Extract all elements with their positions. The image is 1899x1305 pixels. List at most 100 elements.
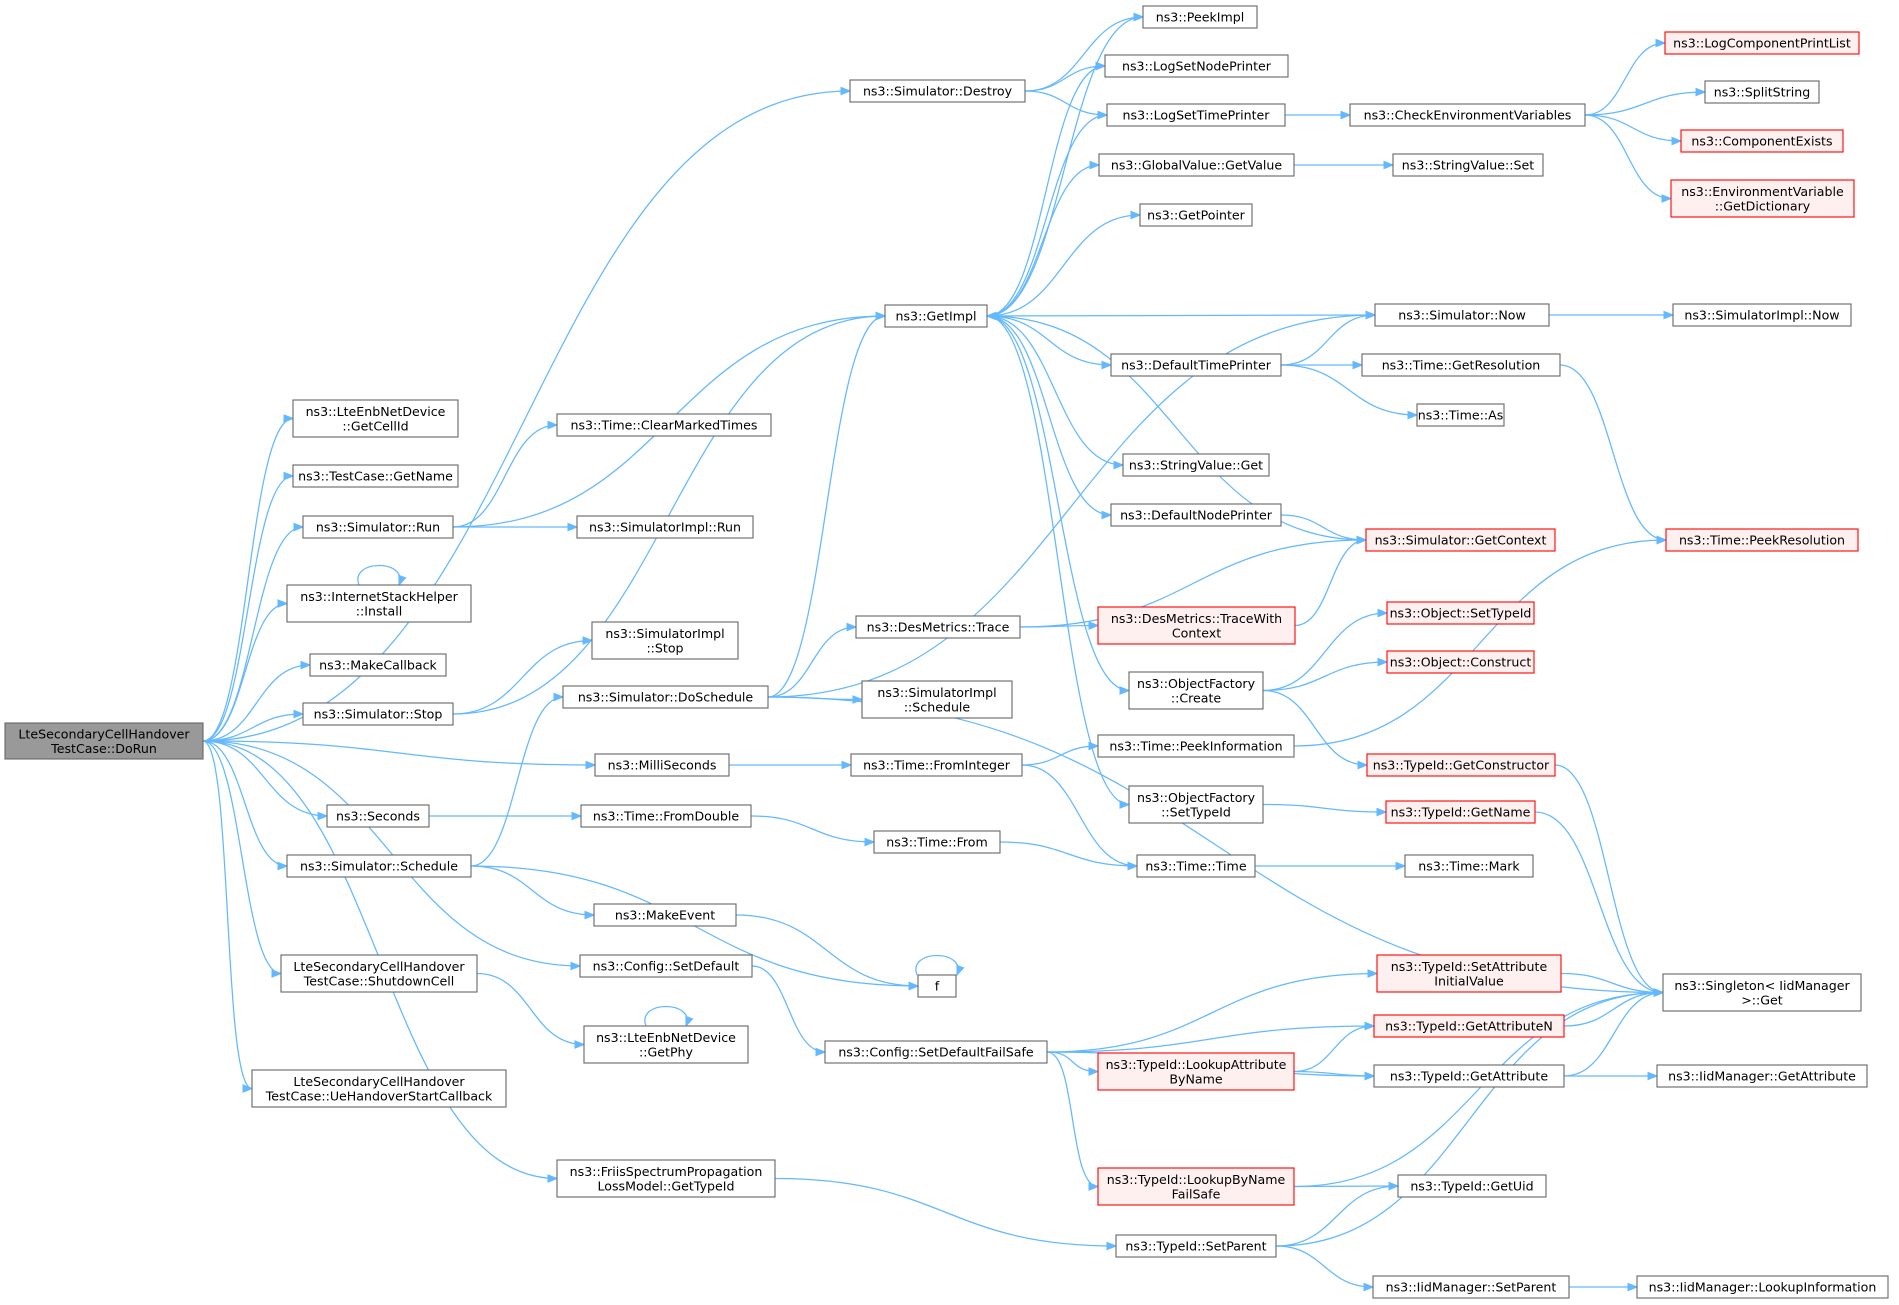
node-log-comp-print[interactable]: ns3::LogComponentPrintList [1664, 31, 1860, 55]
node-box [1139, 203, 1253, 227]
node-log-set-node-printer[interactable]: ns3::LogSetNodePrinter [1104, 54, 1289, 78]
node-label: ns3::TypeId::GetAttributeN [1385, 1019, 1553, 1034]
node-label: ns3::MakeCallback [319, 658, 437, 673]
node-get-impl[interactable]: ns3::GetImpl [884, 304, 988, 328]
node-log-set-time-printer[interactable]: ns3::LogSetTimePrinter [1106, 103, 1286, 127]
node-set-default-fail-safe[interactable]: ns3::Config::SetDefaultFailSafe [824, 1040, 1048, 1064]
node-config-set-default[interactable]: ns3::Config::SetDefault [579, 954, 753, 978]
node-tc-get-name[interactable]: ns3::TestCase::GetName [292, 464, 459, 488]
edge-root-to-simStop [202, 714, 303, 742]
node-sim-schedule[interactable]: ns3::Simulator::Schedule [286, 854, 472, 878]
node-tid-get-name[interactable]: ns3::TypeId::GetName [1385, 800, 1536, 824]
node-tid-get-constructor[interactable]: ns3::TypeId::GetConstructor [1366, 753, 1556, 777]
node-tid-get-uid[interactable]: ns3::TypeId::GetUid [1397, 1174, 1547, 1198]
node-label: ns3::Singleton< IidManager [1674, 978, 1850, 993]
node-time-as[interactable]: ns3::Time::As [1416, 403, 1505, 427]
node-box [594, 753, 730, 777]
node-obj-set-type-id[interactable]: ns3::Object::SetTypeId [1386, 601, 1535, 625]
node-sim-impl-stop[interactable]: ns3::SimulatorImpl::Stop [591, 621, 739, 660]
node-label: ns3::Time::PeekResolution [1679, 533, 1845, 548]
node-comp-exists[interactable]: ns3::ComponentExists [1680, 129, 1844, 153]
edge-checkEnv-to-compExists [1584, 114, 1681, 141]
node-sim-impl-run[interactable]: ns3::SimulatorImpl::Run [576, 515, 754, 539]
node-label: ns3::Simulator::Stop [314, 707, 443, 722]
node-box [1110, 353, 1282, 377]
node-box [1386, 650, 1535, 674]
node-box [580, 804, 752, 828]
node-sim-now[interactable]: ns3::Simulator::Now [1374, 303, 1550, 327]
node-box [309, 653, 447, 677]
node-label: ns3::Object::Construct [1390, 655, 1532, 670]
node-time-clear-marked[interactable]: ns3::Time::ClearMarkedTimes [556, 413, 772, 437]
node-iid-set-parent[interactable]: ns3::IidManager::SetParent [1372, 1275, 1570, 1299]
node-check-env[interactable]: ns3::CheckEnvironmentVariables [1349, 103, 1586, 127]
node-get-pointer[interactable]: ns3::GetPointer [1139, 203, 1253, 227]
node-peek-impl[interactable]: ns3::PeekImpl [1142, 5, 1258, 29]
node-label: ns3::CheckEnvironmentVariables [1364, 108, 1572, 123]
node-ish-install[interactable]: ns3::InternetStackHelper::Install [286, 584, 472, 623]
node-sv-set[interactable]: ns3::StringValue::Set [1392, 153, 1544, 177]
node-tid-set-parent[interactable]: ns3::TypeId::SetParent [1115, 1234, 1277, 1258]
node-box [1664, 31, 1860, 55]
node-label: LteSecondaryCellHandover [293, 959, 465, 974]
node-of-set-type-id[interactable]: ns3::ObjectFactory::SetTypeId [1128, 785, 1264, 824]
node-label: ns3::StringValue::Set [1402, 158, 1534, 173]
node-iid-get-attr[interactable]: ns3::IidManager::GetAttribute [1656, 1064, 1868, 1088]
node-time-get-res[interactable]: ns3::Time::GetResolution [1361, 353, 1561, 377]
node-time-from[interactable]: ns3::Time::From [873, 830, 1001, 854]
node-sim-stop[interactable]: ns3::Simulator::Stop [302, 702, 454, 726]
node-sim-impl-now[interactable]: ns3::SimulatorImpl::Now [1672, 303, 1852, 327]
edge-ofCreate-to-objConstruct [1262, 662, 1387, 692]
edge-timeFrom-to-timeTime [999, 841, 1137, 866]
node-sim-impl-schedule[interactable]: ns3::SimulatorImpl::Schedule [861, 680, 1013, 719]
node-make-event[interactable]: ns3::MakeEvent [593, 903, 737, 927]
node-singleton-get[interactable]: ns3::Singleton< IidManager>::Get [1662, 973, 1862, 1012]
node-time-from-integer[interactable]: ns3::Time::FromInteger [850, 753, 1023, 777]
node-box [251, 1069, 507, 1108]
node-label: ns3::Simulator::GetContext [1375, 533, 1547, 548]
edge-root-to-tcGetName [202, 476, 293, 742]
node-obj-construct[interactable]: ns3::Object::Construct [1386, 650, 1535, 674]
node-default-time-printer[interactable]: ns3::DefaultTimePrinter [1110, 353, 1282, 377]
node-tid-get-attr[interactable]: ns3::TypeId::GetAttribute [1373, 1064, 1565, 1088]
node-ue-handover[interactable]: LteSecondaryCellHandoverTestCase::UeHand… [251, 1069, 507, 1108]
node-time-peek-info[interactable]: ns3::Time::PeekInformation [1097, 734, 1295, 758]
node-sim-destroy[interactable]: ns3::Simulator::Destroy [849, 79, 1026, 103]
node-sim-do-schedule[interactable]: ns3::Simulator::DoSchedule [562, 685, 769, 709]
node-default-node-printer[interactable]: ns3::DefaultNodePrinter [1110, 503, 1282, 527]
node-des-trace[interactable]: ns3::DesMetrics::Trace [855, 615, 1021, 639]
node-env-get-dict[interactable]: ns3::EnvironmentVariable::GetDictionary [1670, 179, 1855, 218]
node-box [1366, 753, 1556, 777]
node-time-peek-res[interactable]: ns3::Time::PeekResolution [1665, 528, 1859, 552]
node-get-phy[interactable]: ns3::LteEnbNetDevice::GetPhy [583, 1025, 749, 1064]
node-time-time[interactable]: ns3::Time::Time [1136, 854, 1256, 878]
node-get-cell-id[interactable]: ns3::LteEnbNetDevice::GetCellId [292, 399, 459, 438]
node-gv-get-value[interactable]: ns3::GlobalValue::GetValue [1098, 153, 1295, 177]
node-time-from-double[interactable]: ns3::Time::FromDouble [580, 804, 752, 828]
node-iid-lookup-info[interactable]: ns3::IidManager::LookupInformation [1636, 1275, 1889, 1299]
node-sim-get-context[interactable]: ns3::Simulator::GetContext [1365, 528, 1556, 552]
node-make-callback[interactable]: ns3::MakeCallback [309, 653, 447, 677]
node-time-mark[interactable]: ns3::Time::Mark [1404, 854, 1534, 878]
node-tid-get-attr-n[interactable]: ns3::TypeId::GetAttributeN [1373, 1014, 1565, 1038]
node-box [1665, 528, 1859, 552]
node-label: ns3::Time::FromDouble [593, 809, 739, 824]
node-f[interactable]: f [917, 974, 957, 998]
node-shutdown-cell[interactable]: LteSecondaryCellHandoverTestCase::Shutdo… [280, 954, 478, 993]
node-label: ns3::Simulator::Destroy [863, 84, 1013, 99]
edge-tidGetAttr-to-singletonGet [1563, 993, 1663, 1077]
node-friis[interactable]: ns3::FriisSpectrumPropagationLossModel::… [556, 1159, 776, 1198]
node-split-string[interactable]: ns3::SplitString [1704, 80, 1820, 104]
node-sim-run[interactable]: ns3::Simulator::Run [302, 515, 454, 539]
edge-simRun-to-timeClearMarked [452, 425, 557, 528]
node-milli-seconds[interactable]: ns3::MilliSeconds [594, 753, 730, 777]
node-sv-get[interactable]: ns3::StringValue::Get [1122, 453, 1270, 477]
node-of-create[interactable]: ns3::ObjectFactory::Create [1128, 671, 1264, 710]
node-box [873, 830, 1001, 854]
node-seconds[interactable]: ns3::Seconds [326, 804, 430, 828]
